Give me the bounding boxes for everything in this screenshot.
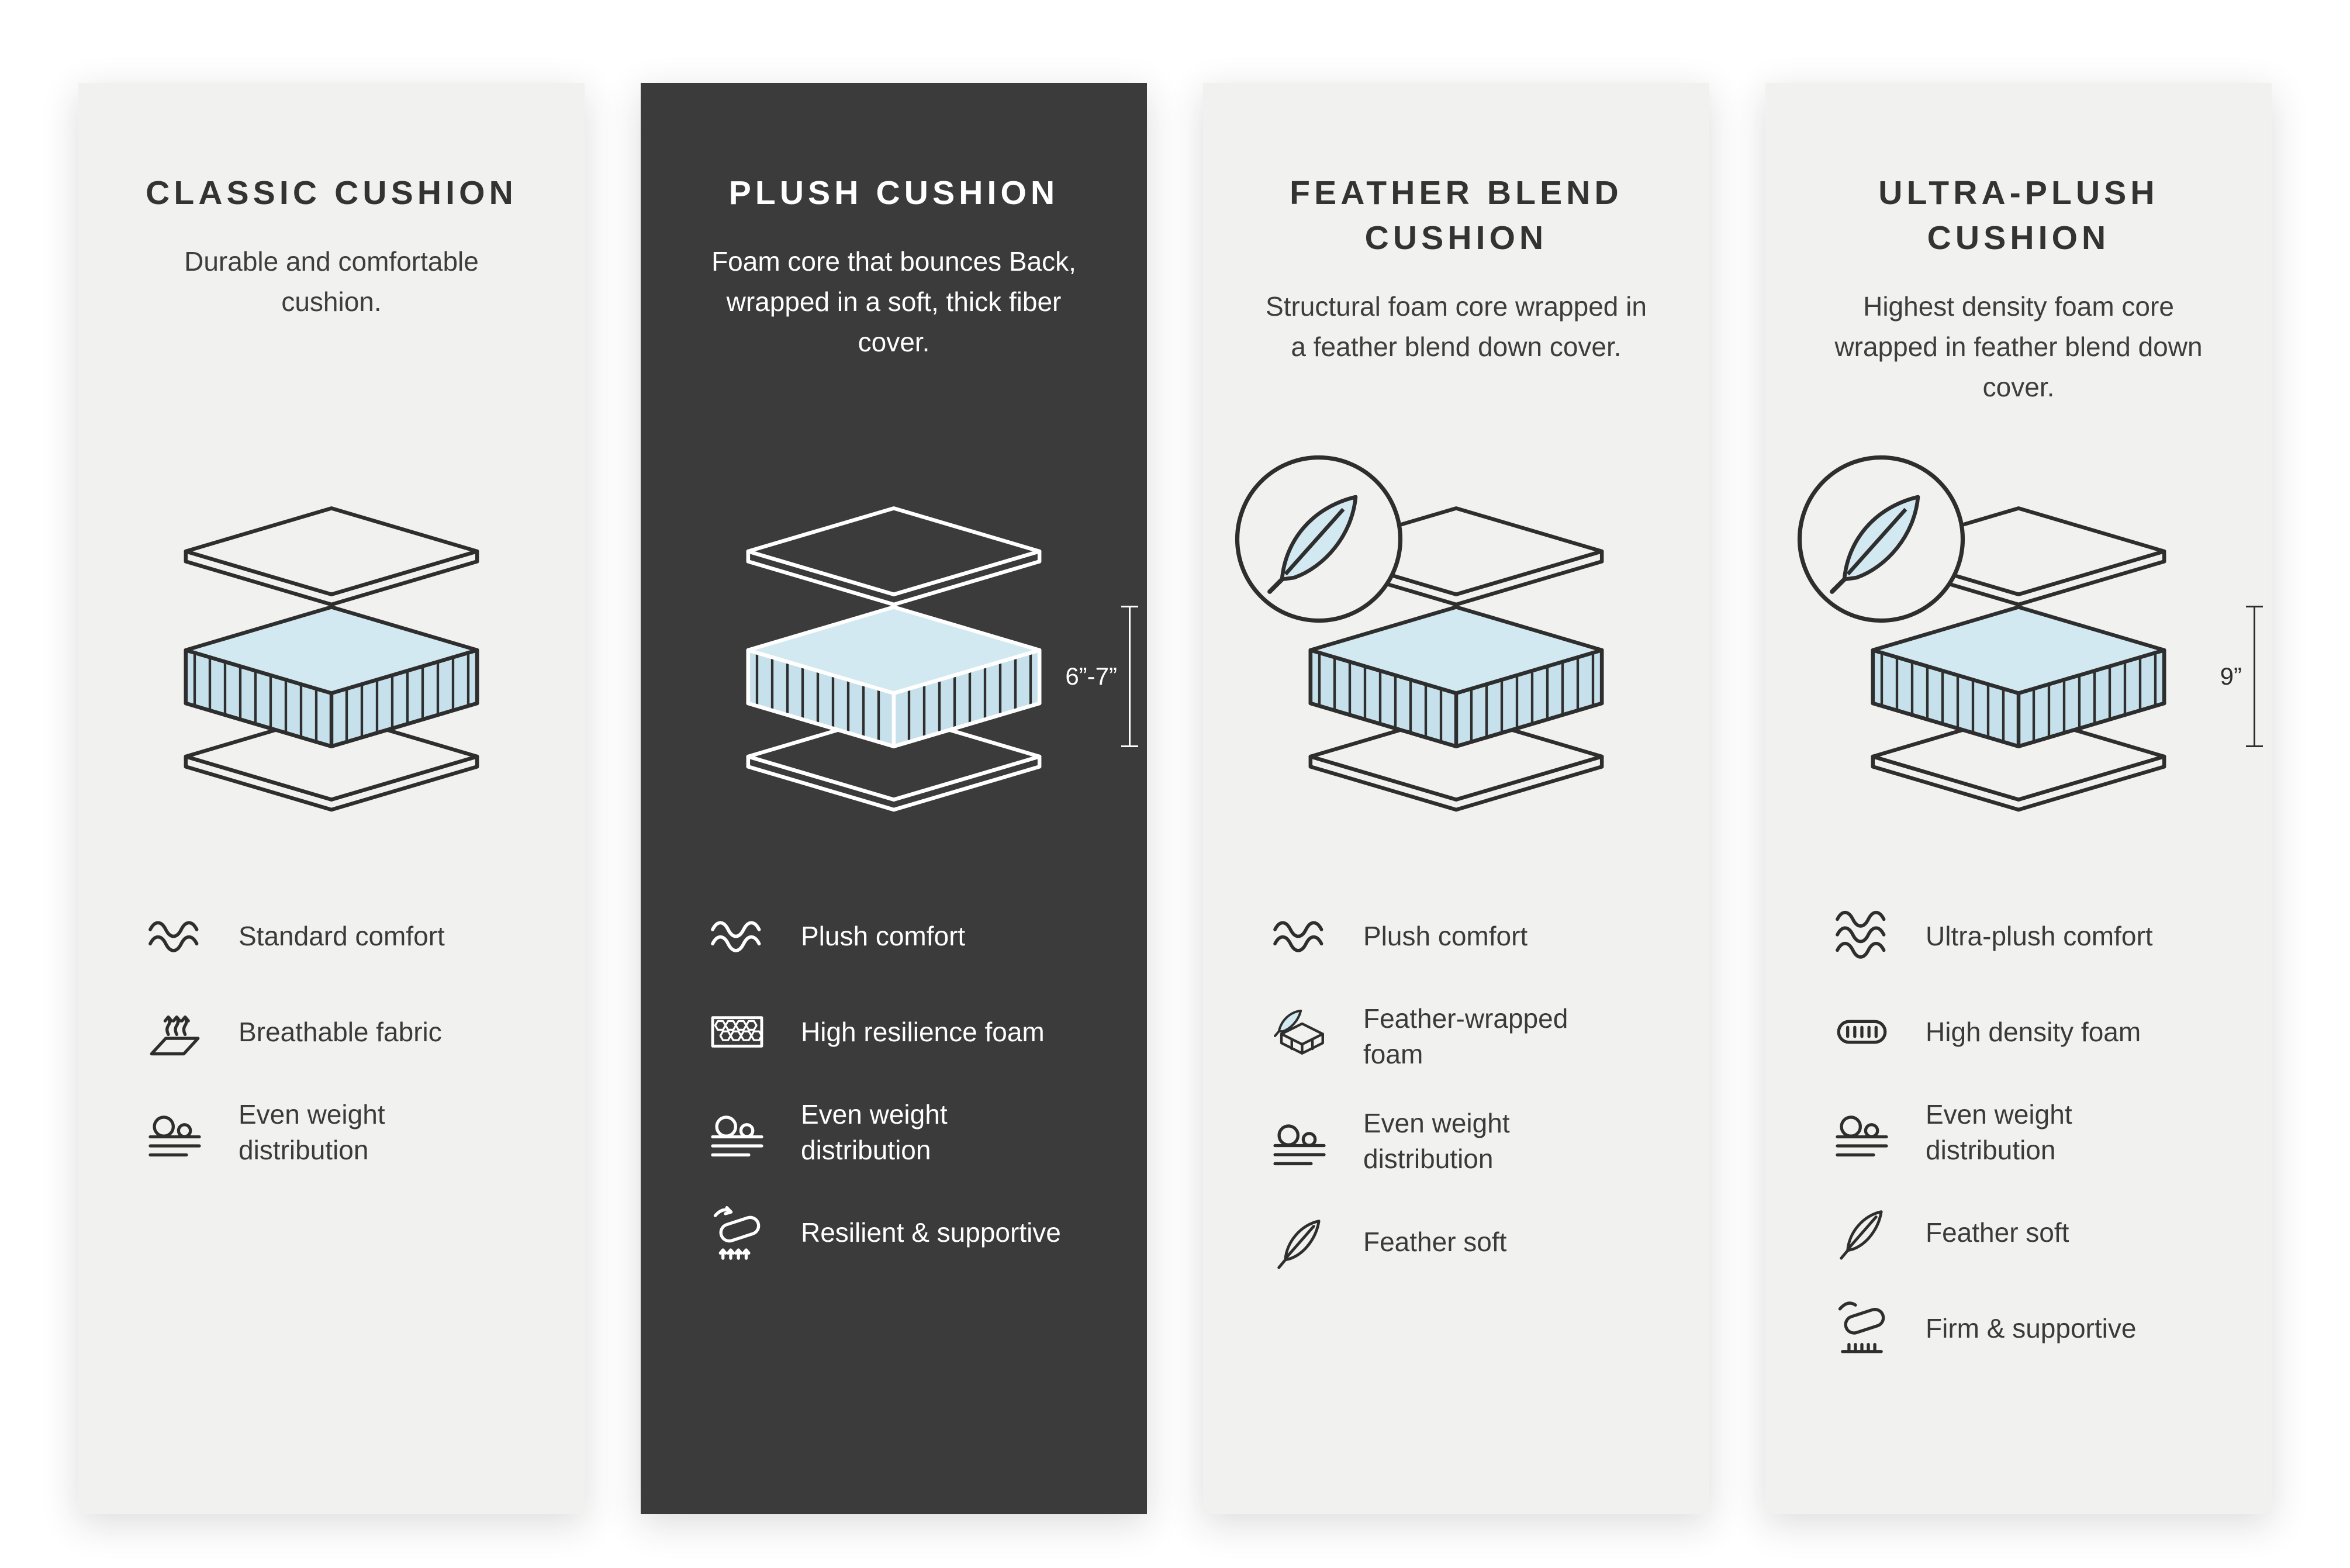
honeycomb-foam-icon: [706, 1001, 768, 1063]
feature-label: Firm & supportive: [1926, 1313, 2137, 1344]
feature-item: Ultra-plush comfort: [1831, 905, 2235, 967]
feature-list: Standard comfort Breathable fabric Even …: [115, 905, 548, 1168]
card-description: Highest density foam core wrapped in fea…: [1834, 291, 2203, 402]
card-title: FEATHER BLEND CUSHION: [1290, 174, 1623, 257]
cushion-comparison-infographic: CLASSIC CUSHION Durable and comfortable …: [78, 83, 2272, 1514]
feature-label: Resilient & supportive: [801, 1217, 1061, 1248]
cushion-layers-diagram: 9”: [1829, 498, 2263, 817]
card-description: Foam core that bounces Back, wrapped in …: [711, 246, 1076, 357]
feature-label: High density foam: [1926, 1016, 2141, 1047]
feature-item: High resilience foam: [706, 1001, 1111, 1063]
height-measure: 6”-7”: [1065, 606, 1138, 747]
feature-label: Feather soft: [1926, 1217, 2069, 1248]
feature-list: Plush comfort High resilience foam Even …: [677, 905, 1111, 1263]
high-density-foam-icon: [1831, 1001, 1893, 1063]
cards-row: CLASSIC CUSHION Durable and comfortable …: [78, 83, 2272, 1514]
feather-icon: [1831, 1201, 1893, 1263]
weight-distribution-icon: [1269, 1110, 1330, 1172]
feature-item: Standard comfort: [144, 905, 548, 967]
wave3-icon: [1831, 905, 1893, 967]
feature-label: Plush comfort: [801, 920, 966, 951]
card-header: FEATHER BLEND CUSHION Structural foam co…: [1239, 171, 1673, 440]
feature-label: Even weight distribution: [239, 1099, 385, 1165]
card-header: CLASSIC CUSHION Durable and comfortable …: [115, 171, 548, 440]
feather-badge-icon: [1231, 451, 1406, 627]
card-description: Structural foam core wrapped in a feathe…: [1266, 291, 1647, 362]
height-measure-label: 9”: [2220, 662, 2242, 690]
card-title: ULTRA-PLUSH CUSHION: [1878, 174, 2159, 257]
height-measure-line: [1121, 606, 1138, 747]
feature-label: Even weight distribution: [1363, 1108, 1510, 1175]
feature-item: High density foam: [1831, 1001, 2235, 1063]
height-measure: 9”: [2220, 606, 2263, 747]
height-measure-line: [2246, 606, 2263, 747]
feature-label: Breathable fabric: [239, 1016, 442, 1047]
feather-wrapped-foam-icon: [1269, 1006, 1330, 1068]
breathable-icon: [144, 1001, 206, 1063]
cushion-layers-illustration: [704, 498, 1084, 817]
feather-badge-icon: [1793, 451, 1969, 627]
cushion-layers-diagram: [1266, 498, 1646, 817]
weight-distribution-icon: [1831, 1101, 1893, 1163]
feature-label: Standard comfort: [239, 920, 445, 951]
resilient-supportive-icon: [706, 1201, 768, 1263]
card-title: PLUSH CUSHION: [728, 174, 1059, 212]
feature-label: Even weight distribution: [801, 1099, 948, 1165]
card-header: ULTRA-PLUSH CUSHION Highest density foam…: [1802, 171, 2235, 440]
feature-label: High resilience foam: [801, 1016, 1045, 1047]
feature-item: Firm & supportive: [1831, 1297, 2235, 1359]
card-title: CLASSIC CUSHION: [146, 174, 517, 212]
wave-icon: [706, 905, 768, 967]
feature-label: Plush comfort: [1363, 920, 1528, 951]
feature-item: Even weight distribution: [706, 1097, 1111, 1168]
card-description: Durable and comfortable cushion.: [184, 246, 479, 317]
feature-list: Ultra-plush comfort High density foam Ev…: [1802, 905, 2235, 1359]
cushion-layers-illustration: [141, 498, 521, 817]
feature-item: Plush comfort: [1269, 905, 1673, 967]
wave-icon: [1269, 905, 1330, 967]
card-feather-blend-cushion: FEATHER BLEND CUSHION Structural foam co…: [1203, 83, 1709, 1514]
feature-label: Feather soft: [1363, 1226, 1507, 1257]
feather-icon: [1269, 1211, 1330, 1273]
cushion-layers-diagram: 6”-7”: [704, 498, 1138, 817]
wave-icon: [144, 905, 206, 967]
feature-item: Feather soft: [1269, 1211, 1673, 1273]
card-classic-cushion: CLASSIC CUSHION Durable and comfortable …: [78, 83, 585, 1514]
firm-supportive-icon: [1831, 1297, 1893, 1359]
feature-item: Even weight distribution: [1269, 1106, 1673, 1176]
feature-label: Even weight distribution: [1926, 1099, 2072, 1165]
weight-distribution-icon: [144, 1101, 206, 1163]
feature-item: Plush comfort: [706, 905, 1111, 967]
feature-item: Even weight distribution: [1831, 1097, 2235, 1168]
feature-list: Plush comfort Feather-wrapped foam Even …: [1239, 905, 1673, 1273]
weight-distribution-icon: [706, 1101, 768, 1163]
cushion-layers-diagram: [141, 498, 521, 817]
card-plush-cushion: PLUSH CUSHION Foam core that bounces Bac…: [641, 83, 1147, 1514]
card-ultra-plush-cushion: ULTRA-PLUSH CUSHION Highest density foam…: [1765, 83, 2272, 1514]
feature-item: Even weight distribution: [144, 1097, 548, 1168]
feature-item: Resilient & supportive: [706, 1201, 1111, 1263]
feature-item: Feather-wrapped foam: [1269, 1001, 1673, 1072]
height-measure-label: 6”-7”: [1065, 662, 1117, 690]
card-header: PLUSH CUSHION Foam core that bounces Bac…: [677, 171, 1111, 440]
feature-label: Ultra-plush comfort: [1926, 920, 2153, 951]
feature-item: Breathable fabric: [144, 1001, 548, 1063]
feature-item: Feather soft: [1831, 1201, 2235, 1263]
feature-label: Feather-wrapped foam: [1363, 1003, 1568, 1069]
